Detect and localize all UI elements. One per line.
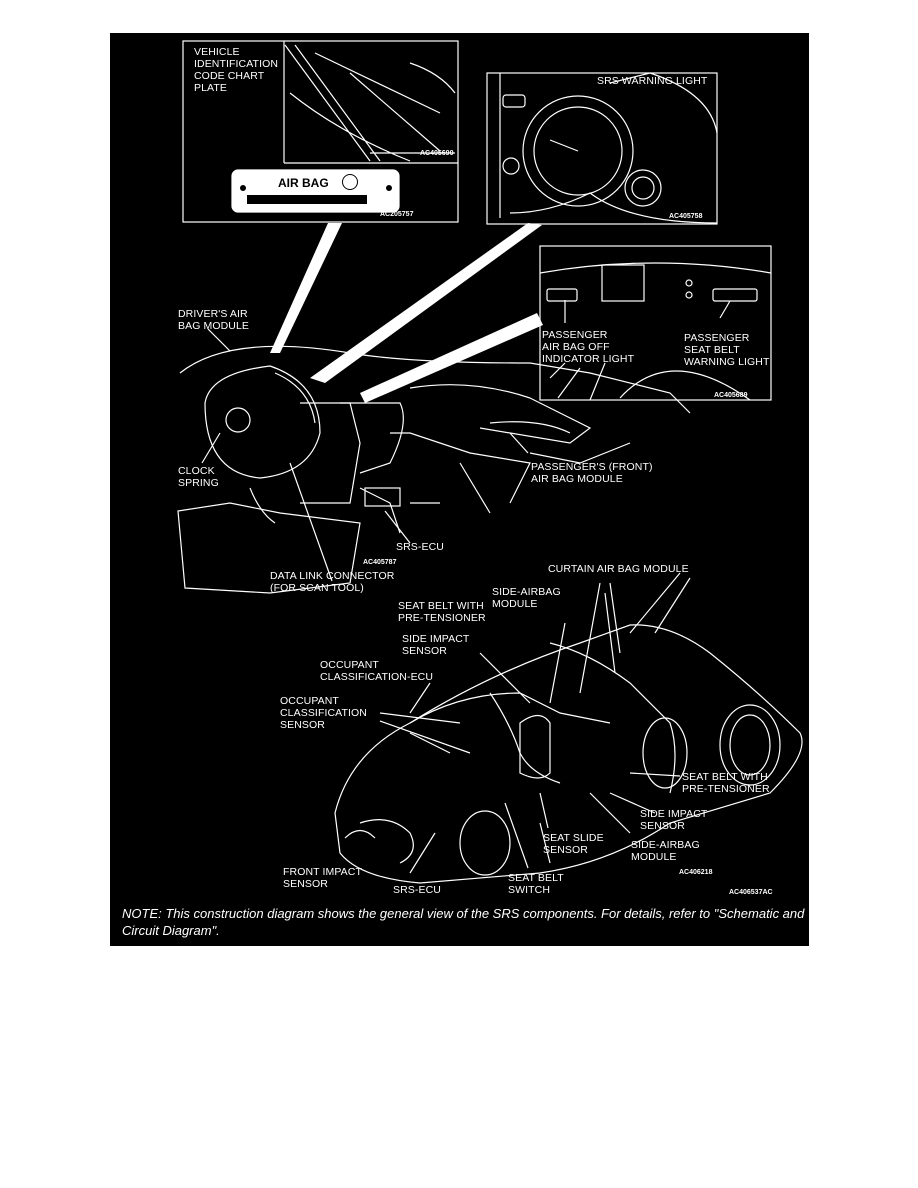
- passenger-seat-belt-warning-label: PASSENGER SEAT BELT WARNING LIGHT: [684, 332, 770, 368]
- seat-belt-pretensioner-right-label: SEAT BELT WITH PRE-TENSIONER: [682, 771, 770, 795]
- car-code-2: AC406537AC: [729, 889, 773, 896]
- side-impact-sensor-right-label: SIDE IMPACT SENSOR: [640, 808, 708, 832]
- vin-inset-code: AC405690: [420, 150, 454, 157]
- passenger-airbag-off-label: PASSENGER AIR BAG OFF INDICATOR LIGHT: [542, 329, 635, 365]
- meter-inset-frame: [486, 72, 718, 225]
- srs-construction-diagram: VEHICLE IDENTIFICATION CODE CHART PLATE …: [110, 33, 809, 946]
- plate-barcode-bar: [247, 195, 367, 204]
- srs-warning-light-label: SRS WARNING LIGHT: [597, 75, 708, 87]
- srs-ecu-car-label: SRS-ECU: [393, 884, 441, 896]
- side-airbag-module-top-label: SIDE-AIRBAG MODULE: [492, 586, 561, 610]
- curtain-airbag-module-label: CURTAIN AIR BAG MODULE: [548, 563, 689, 575]
- front-impact-sensor-label: FRONT IMPACT SENSOR: [283, 866, 362, 890]
- meter-inset-code: AC405758: [669, 213, 703, 220]
- data-link-connector-label: DATA LINK CONNECTOR (FOR SCAN TOOL): [270, 570, 395, 594]
- occupant-classification-sensor-label: OCCUPANT CLASSIFICATION SENSOR: [280, 695, 367, 731]
- drivers-airbag-module-label: DRIVER'S AIR BAG MODULE: [178, 308, 250, 332]
- srs-ecu-dash-label: SRS-ECU: [396, 541, 444, 553]
- clock-spring-label: CLOCK SPRING: [178, 465, 219, 489]
- dash-code: AC405787: [363, 559, 397, 566]
- plate-rivet-right: [386, 185, 392, 191]
- indicator-inset-code: AC405689: [714, 392, 748, 399]
- plate-code: AC205757: [380, 211, 414, 218]
- seat-belt-switch-label: SEAT BELT SWITCH: [508, 872, 564, 896]
- airbag-person-icon: [342, 174, 358, 190]
- seat-slide-sensor-label: SEAT SLIDE SENSOR: [543, 832, 604, 856]
- seat-belt-pretensioner-top-label: SEAT BELT WITH PRE-TENSIONER: [398, 600, 486, 624]
- plate-rivet-left: [240, 185, 246, 191]
- occupant-classification-ecu-label: OCCUPANT CLASSIFICATION-ECU: [320, 659, 434, 683]
- vin-inset-frame: [182, 40, 459, 223]
- side-airbag-module-right-label: SIDE-AIRBAG MODULE: [631, 839, 700, 863]
- construction-note: NOTE: This construction diagram shows th…: [122, 906, 805, 938]
- air-bag-plate-text: AIR BAG: [278, 176, 329, 190]
- vin-plate-label: VEHICLE IDENTIFICATION CODE CHART PLATE: [194, 46, 279, 94]
- side-impact-sensor-top-label: SIDE IMPACT SENSOR: [402, 633, 470, 657]
- car-code-1: AC406218: [679, 869, 713, 876]
- indicator-inset-frame: [539, 245, 772, 401]
- passengers-front-airbag-module-label: PASSENGER'S (FRONT) AIR BAG MODULE: [531, 461, 653, 485]
